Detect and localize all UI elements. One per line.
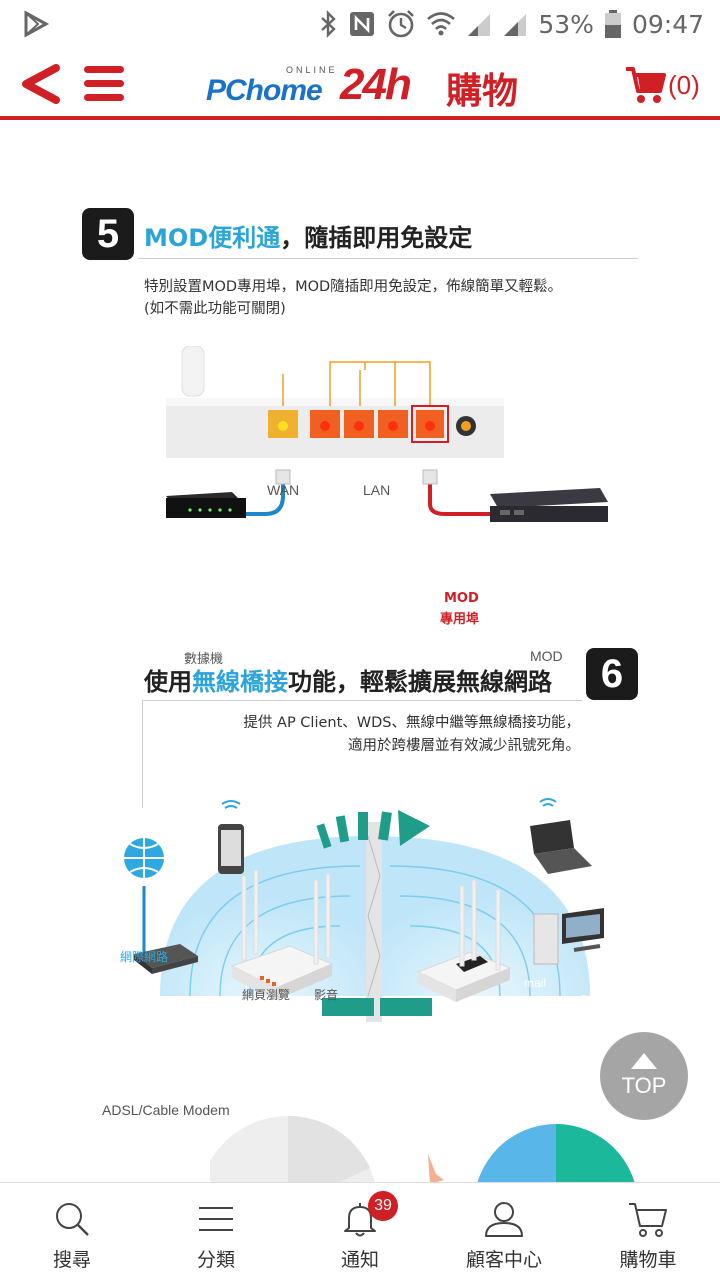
nav-label: 搜尋 bbox=[52, 1249, 91, 1271]
desc-line: (如不需此功能可關閉) bbox=[144, 301, 286, 317]
top-label: TOP bbox=[621, 1073, 667, 1098]
desc-line: 提供 AP Client、WDS、無線中繼等無線橋接功能， bbox=[243, 715, 580, 731]
desc-line: 特別設置MOD專用埠，MOD隨插即用免設定，佈線簡單又輕鬆。 bbox=[144, 279, 563, 295]
bell-icon bbox=[340, 1199, 380, 1239]
signal-icon bbox=[466, 10, 492, 38]
logo-online: ONLINE bbox=[286, 65, 338, 75]
desc-line: 適用於跨樓層並有效減少訊號死角。 bbox=[348, 738, 580, 754]
alarm-icon bbox=[386, 9, 416, 39]
feature-description: 提供 AP Client、WDS、無線中繼等無線橋接功能， 適用於跨樓層並有效減… bbox=[243, 712, 580, 758]
divider bbox=[138, 258, 638, 259]
router-ports-illustration bbox=[166, 345, 608, 522]
pie-label-video: 影音 bbox=[314, 988, 339, 1002]
feature-number-badge: 6 bbox=[586, 648, 638, 700]
cart-count: (0) bbox=[668, 69, 700, 100]
feature-description: 特別設置MOD專用埠，MOD隨插即用免設定，佈線簡單又輕鬆。 (如不需此功能可關… bbox=[144, 276, 562, 320]
bottom-navigation: 搜尋 分類 通知 39 顧客中心 購物車 bbox=[0, 1182, 720, 1280]
wireless-bridge-diagram: 網際網路 ADSL/Cable Modem A空間 B空間 bbox=[100, 796, 620, 1152]
app-header: PChome ONLINE 24h 購物 (0) bbox=[0, 48, 720, 120]
feature-title-highlight: 無線橋接 bbox=[192, 668, 288, 696]
feature-number-badge: 5 bbox=[82, 208, 134, 260]
battery-icon bbox=[604, 9, 622, 39]
pchome-logo[interactable]: PChome ONLINE 24h 購物 bbox=[206, 60, 536, 112]
pie-label-mail: mail bbox=[524, 976, 547, 990]
label-mod-port: MOD bbox=[444, 591, 479, 606]
play-store-icon bbox=[22, 10, 50, 42]
logo-brand: PChome bbox=[206, 74, 323, 107]
menu-button[interactable] bbox=[82, 62, 126, 106]
feature-title: MOD便利通，隨插即用免設定 bbox=[144, 218, 472, 253]
label-mod-port-2: 專用埠 bbox=[440, 612, 480, 627]
label-lan: LAN bbox=[363, 482, 391, 498]
clock: 09:47 bbox=[631, 9, 704, 39]
pie-label-web: 網頁瀏覽 bbox=[242, 988, 291, 1002]
header-cart-button[interactable]: (0) bbox=[624, 62, 704, 108]
nav-label: 通知 bbox=[340, 1249, 379, 1271]
status-bar: 53% 09:47 bbox=[0, 0, 720, 48]
back-button[interactable] bbox=[16, 60, 66, 108]
nav-label: 顧客中心 bbox=[465, 1249, 542, 1271]
logo-shop: 購物 bbox=[446, 71, 519, 112]
label-modem: 數據機 bbox=[184, 652, 224, 667]
arrow-up-icon bbox=[631, 1053, 657, 1069]
label-mod-box: MOD bbox=[530, 648, 563, 664]
wireless-bridge-illustration bbox=[124, 798, 604, 1022]
label-internet: 網際網路 bbox=[120, 950, 169, 964]
nav-label: 購物車 bbox=[619, 1249, 677, 1271]
battery-percent: 53% bbox=[538, 9, 594, 39]
divider bbox=[142, 700, 143, 808]
feature-title-highlight: MOD便利通 bbox=[144, 224, 281, 252]
product-detail-content[interactable]: 5 MOD便利通，隨插即用免設定 特別設置MOD專用埠，MOD隨插即用免設定，佈… bbox=[0, 124, 720, 1182]
nav-label: 分類 bbox=[196, 1249, 235, 1271]
pie-charts-illustration bbox=[201, 1115, 635, 1182]
cart-icon bbox=[626, 67, 666, 103]
nfc-icon bbox=[348, 10, 376, 38]
bluetooth-icon bbox=[318, 10, 338, 38]
mod-diagram: WAN LAN MOD 專用埠 數據機 MOD bbox=[160, 345, 620, 667]
label-wan: WAN bbox=[267, 482, 300, 498]
nav-customer-center[interactable]: 顧客中心 bbox=[432, 1183, 576, 1280]
user-icon bbox=[484, 1199, 524, 1239]
hamburger-icon bbox=[84, 66, 124, 73]
nav-category[interactable]: 分類 bbox=[144, 1183, 288, 1280]
notification-count-badge: 39 bbox=[368, 1191, 398, 1221]
feature-title-rest: 功能，輕鬆擴展無線網路 bbox=[288, 668, 552, 696]
shopping-cart-icon bbox=[628, 1199, 668, 1239]
feature-title: 使用無線橋接功能，輕鬆擴展無線網路 bbox=[144, 662, 552, 697]
pie-label-video-2: 影音 bbox=[580, 994, 605, 1008]
feature-title-pre: 使用 bbox=[144, 668, 192, 696]
scroll-to-top-button[interactable]: TOP bbox=[600, 1032, 688, 1120]
nav-search[interactable]: 搜尋 bbox=[0, 1183, 144, 1280]
signal-icon-2 bbox=[502, 10, 528, 38]
divider bbox=[142, 700, 582, 701]
feature-title-rest: ，隨插即用免設定 bbox=[280, 224, 473, 252]
list-icon bbox=[196, 1199, 236, 1239]
search-icon bbox=[52, 1199, 92, 1239]
label-adsl-modem: ADSL/Cable Modem bbox=[102, 1102, 230, 1118]
logo-24h: 24h bbox=[340, 60, 412, 109]
label-space-b: B空間 bbox=[384, 1138, 417, 1152]
usage-pie-illustration: 網頁瀏覽 影音 mail 影音 bbox=[201, 976, 650, 1182]
nav-cart[interactable]: 購物車 bbox=[576, 1183, 720, 1280]
wifi-icon bbox=[426, 10, 456, 38]
nav-notifications[interactable]: 通知 39 bbox=[288, 1183, 432, 1280]
back-arrow-icon bbox=[22, 64, 60, 104]
